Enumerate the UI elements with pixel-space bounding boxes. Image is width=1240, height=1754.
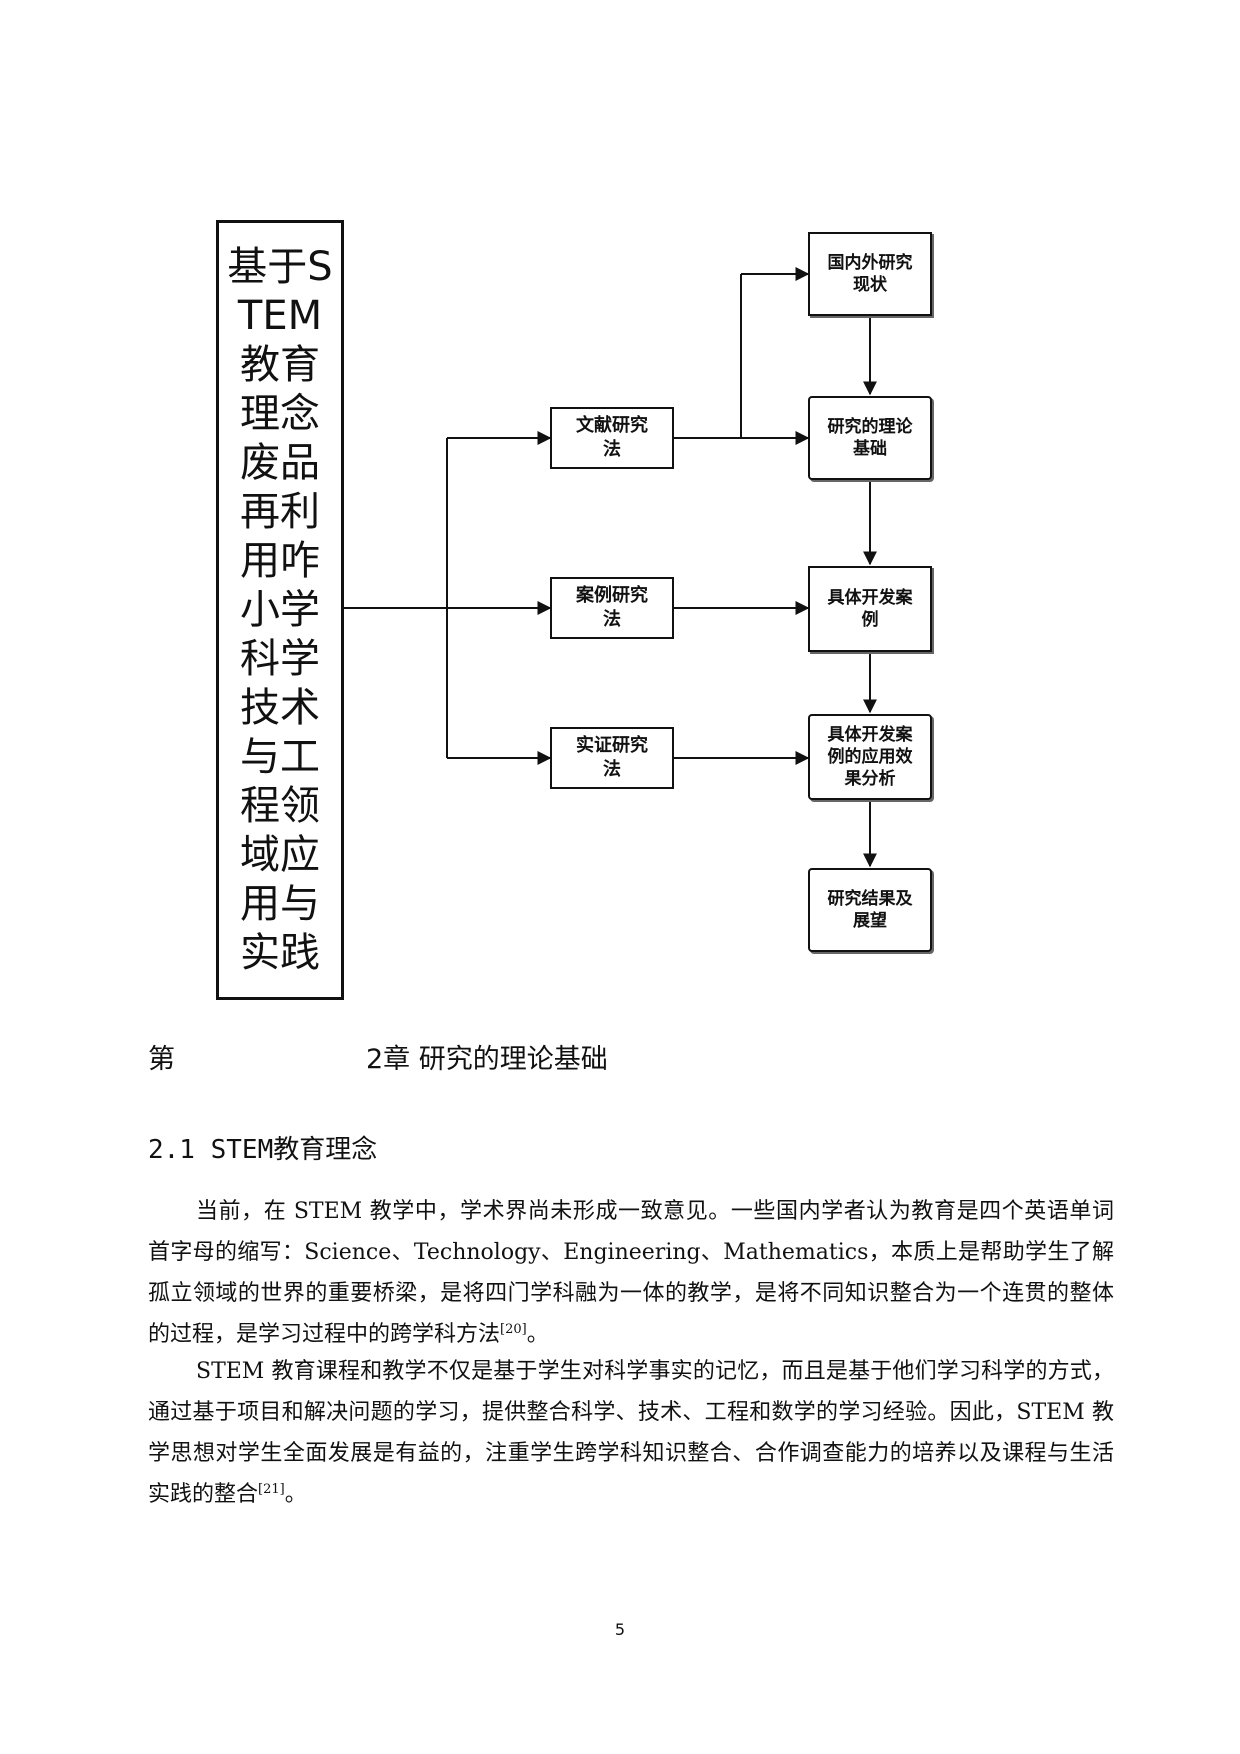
body-paragraph: 当前，在 STEM 教学中，学术界尚未形成一致意见。一些国内学者认为教育是四个英… bbox=[148, 1191, 1114, 1355]
main-topic-box: 基于STEM教育理念废品再利用咋小学科学技术与工程领域应用与实践 bbox=[216, 220, 344, 1000]
paragraph-text: 当前，在 STEM 教学中，学术界尚未形成一致意见。一些国内学者认为教育是四个英… bbox=[148, 1199, 1114, 1347]
paragraph-end: 。 bbox=[284, 1482, 307, 1507]
method-case-box: 案例研究法 bbox=[550, 577, 674, 639]
chapter-heading: 第 2章 研究的理论基础 bbox=[148, 1037, 608, 1076]
step-development-cases-box: 具体开发案例 bbox=[808, 566, 932, 652]
section-heading: 2.1 STEM教育理念 bbox=[148, 1135, 378, 1165]
chapter-prefix: 第 bbox=[148, 1044, 175, 1075]
step-effect-analysis-box: 具体开发案例的应用效果分析 bbox=[808, 714, 932, 800]
method-empirical-box: 实证研究法 bbox=[550, 727, 674, 789]
chapter-title: 2章 研究的理论基础 bbox=[366, 1044, 608, 1075]
method-literature-box: 文献研究法 bbox=[550, 407, 674, 469]
citation-ref: [21] bbox=[258, 1482, 285, 1497]
page-number: 5 bbox=[614, 1620, 626, 1639]
paragraph-end: 。 bbox=[526, 1322, 549, 1347]
body-paragraph: STEM 教育课程和教学不仅是基于学生对科学事实的记忆，而且是基于他们学习科学的… bbox=[148, 1351, 1114, 1515]
step-results-outlook-box: 研究结果及展望 bbox=[808, 868, 932, 952]
step-theory-basis-box: 研究的理论基础 bbox=[808, 396, 932, 480]
paragraph-text: STEM 教育课程和教学不仅是基于学生对科学事实的记忆，而且是基于他们学习科学的… bbox=[148, 1359, 1114, 1507]
citation-ref: [20] bbox=[500, 1322, 527, 1337]
flowchart-connectors bbox=[344, 267, 877, 868]
step-research-status-box: 国内外研究现状 bbox=[808, 232, 932, 316]
research-flowchart: 基于STEM教育理念废品再利用咋小学科学技术与工程领域应用与实践 文献研究法 案… bbox=[216, 220, 932, 1000]
